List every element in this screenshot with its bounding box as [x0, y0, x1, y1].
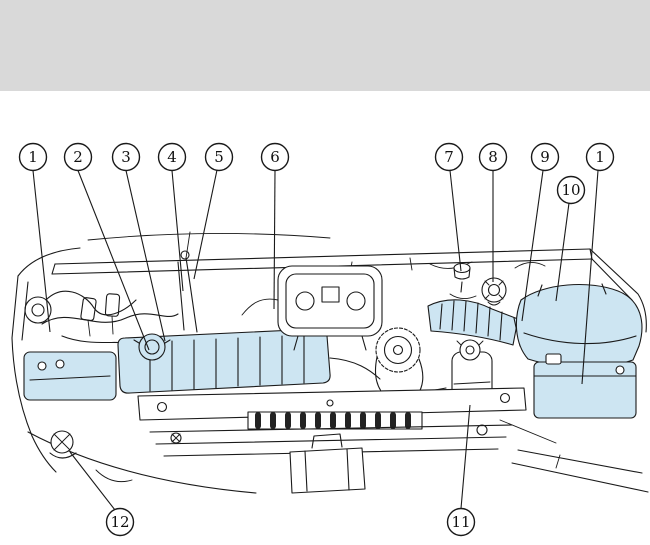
- callout-1-left: 1: [18, 142, 48, 172]
- highlighted-parts: [23, 283, 643, 419]
- callout-circle: [63, 142, 93, 172]
- callout-6: 6: [260, 142, 290, 172]
- callout-circle: [446, 507, 476, 537]
- callout-circle: [556, 175, 586, 205]
- engine-bay-illustration: [11, 231, 649, 494]
- radiator-cap: [138, 333, 166, 361]
- callout-12: 12: [105, 507, 135, 537]
- fluid-cap-round: [481, 277, 507, 306]
- center-bracket: [289, 433, 366, 494]
- battery-terminal: [545, 353, 562, 365]
- brake-booster: [24, 296, 52, 324]
- leader-5: [193, 169, 218, 280]
- leader-1-left: [32, 170, 51, 333]
- callout-label: 4: [167, 148, 177, 166]
- callout-2: 2: [63, 142, 93, 172]
- callout-11: 11: [446, 507, 476, 537]
- callout-circle: [105, 507, 135, 537]
- callout-label: 7: [444, 148, 454, 166]
- leader-7: [449, 170, 462, 272]
- callout-8: 8: [478, 142, 508, 172]
- ignition-coil: [80, 293, 121, 337]
- leader-10: [555, 202, 570, 302]
- leader-lines: [32, 169, 599, 511]
- callout-label: 5: [214, 148, 224, 166]
- callout-label: 8: [488, 148, 498, 166]
- callout-circle: [204, 142, 234, 172]
- fluid-cap-small: [449, 262, 477, 299]
- intake-hose: [427, 299, 521, 347]
- callout-circle: [585, 142, 615, 172]
- washer-cap: [49, 430, 77, 459]
- callout-1-right: 1: [585, 142, 615, 172]
- callout-circle: [260, 142, 290, 172]
- callout-circle: [18, 142, 48, 172]
- callout-circle: [434, 142, 464, 172]
- leader-1-right: [581, 170, 599, 385]
- dipstick: [177, 231, 198, 333]
- fender-right: [499, 419, 649, 493]
- callout-label: 10: [561, 181, 580, 199]
- fuse-box: [23, 351, 117, 401]
- callout-label: 1: [595, 148, 605, 166]
- callout-circle: [478, 142, 508, 172]
- radiator-support: [137, 387, 527, 457]
- callout-label: 1: [28, 148, 38, 166]
- callout-label: 9: [540, 148, 550, 166]
- leader-4: [171, 170, 184, 292]
- leader-2: [77, 170, 150, 351]
- callout-circle: [157, 142, 187, 172]
- callout-label: 12: [110, 513, 129, 531]
- engine-cover: [241, 265, 383, 351]
- battery: [533, 353, 637, 419]
- top-band: [0, 0, 650, 91]
- callout-5: 5: [204, 142, 234, 172]
- callout-label: 6: [270, 148, 280, 166]
- leader-11: [460, 404, 471, 509]
- leader-3: [125, 170, 166, 342]
- leader-6: [273, 170, 276, 310]
- valve-cover-ribs: [149, 334, 305, 392]
- callout-label: 2: [73, 148, 83, 166]
- callout-4: 4: [157, 142, 187, 172]
- callout-label: 3: [121, 148, 131, 166]
- callout-10: 10: [556, 175, 586, 205]
- callouts: 1 2 3 4 5 6 7 8: [18, 142, 615, 537]
- callout-9: 9: [530, 142, 560, 172]
- callout-circle: [111, 142, 141, 172]
- leader-9: [521, 170, 544, 322]
- alternator-pulley: [375, 327, 424, 405]
- callout-7: 7: [434, 142, 464, 172]
- leader-12: [69, 451, 116, 511]
- hood-right-edge: [589, 248, 647, 333]
- callout-circle: [530, 142, 560, 172]
- air-cleaner: [515, 283, 643, 368]
- callout-label: 11: [451, 513, 470, 531]
- callout-3: 3: [111, 142, 141, 172]
- valve-cover: [117, 328, 381, 394]
